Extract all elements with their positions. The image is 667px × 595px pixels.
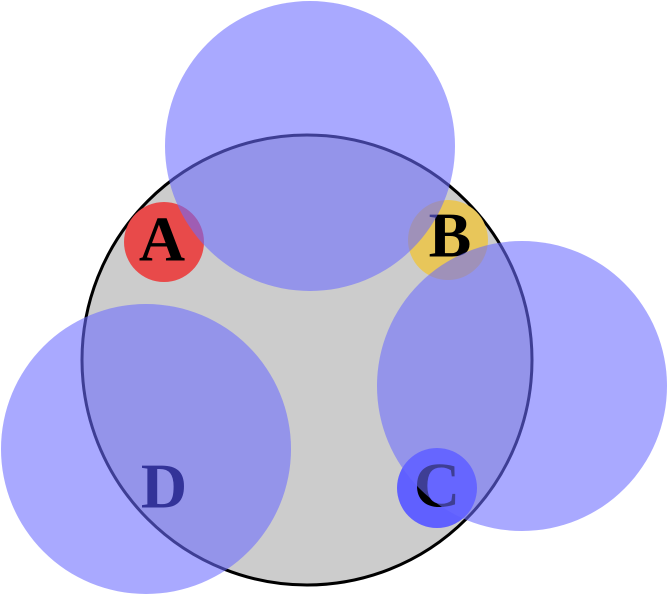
point-d-label: D [141, 451, 187, 522]
point-a-label: A [139, 204, 185, 275]
overlay-circle-right [377, 241, 667, 531]
point-a-marker [124, 202, 204, 282]
overlay-circle-top [165, 1, 455, 291]
overlay-circle-left [1, 304, 291, 594]
